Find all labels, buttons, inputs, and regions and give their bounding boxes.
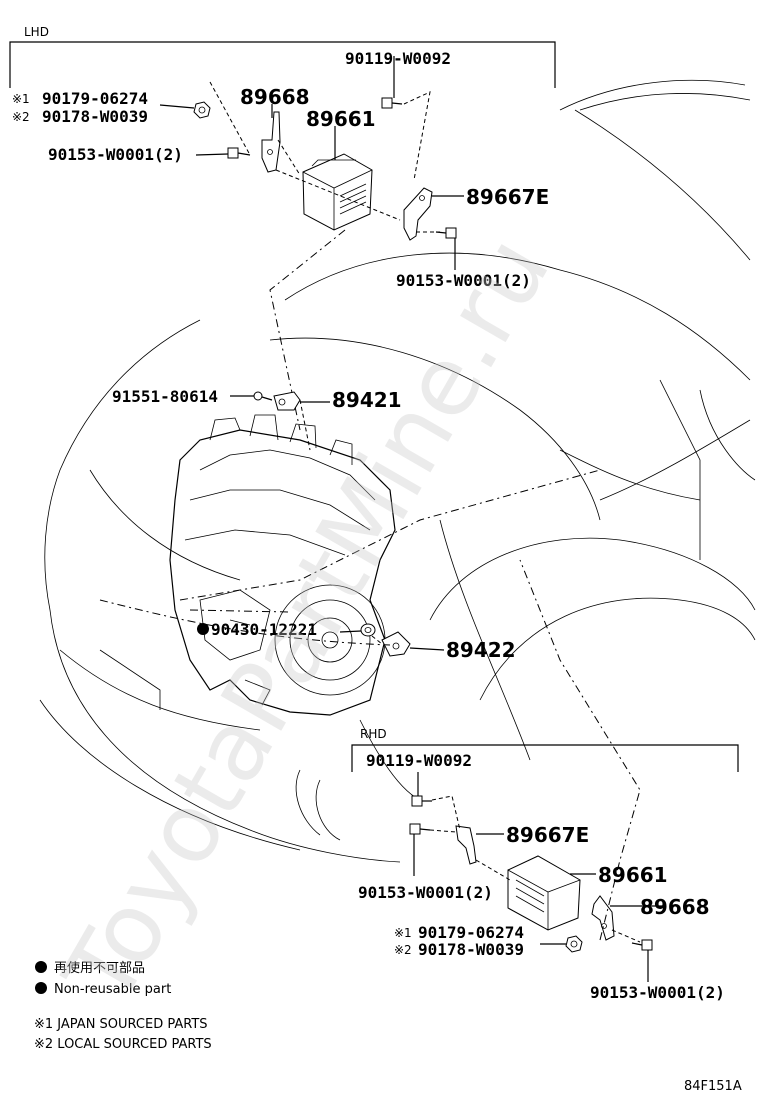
- engine-sensors: [99, 391, 601, 657]
- rhd-labels: 90119-W0092 89667E 90153-W0001(2) 89661 …: [358, 751, 725, 1002]
- lhd-title: LHD: [24, 25, 49, 39]
- non-reusable-mark: [197, 623, 209, 635]
- legend: 再使用不可部品 Non-reusable part ※1 JAPAN SOURC…: [34, 960, 212, 1052]
- rhd-nut-j-mark: ※1: [394, 926, 412, 940]
- rhd-nut-l-label: 90178-W0039: [418, 940, 524, 959]
- screw-label: 91551-80614: [112, 387, 218, 406]
- lhd-bolt-top-label: 90119-W0092: [345, 49, 451, 68]
- lhd-nut-icon: [193, 101, 211, 119]
- lhd-nut-l-label: 90178-W0039: [42, 107, 148, 126]
- lhd-bracket-89667e-icon: [403, 187, 433, 241]
- rhd-bolt-top-label: 90119-W0092: [366, 751, 472, 770]
- rhd-bolt-bottom-label: 90153-W0001(2): [590, 983, 725, 1002]
- rhd-bracket-89668-icon: [591, 895, 615, 941]
- sensor-bottom-label: 89422: [446, 638, 516, 662]
- rhd-bracket-e-label: 89667E: [506, 823, 589, 847]
- rhd-bolt-bottom-icon: [631, 939, 653, 951]
- rhd-ecu-icon: [507, 855, 581, 931]
- gasket-icon: [360, 623, 376, 637]
- lhd-bolt-right-icon: [435, 227, 457, 239]
- sensor-89421-icon: [273, 391, 301, 411]
- rhd-bolt-top-icon: [411, 795, 432, 807]
- rhd-parts: [409, 795, 653, 953]
- lhd-nut-j-label: 90179-06274: [42, 89, 148, 108]
- lhd-ecu-label: 89661: [306, 107, 376, 131]
- lhd-bolt-left-label: 90153-W0001(2): [48, 145, 183, 164]
- lhd-bracket-89668-icon: [261, 111, 281, 173]
- engine-assembly: [169, 414, 396, 716]
- lhd-nut-l-mark: ※2: [12, 110, 30, 124]
- lhd-bolt-left-icon: [227, 147, 251, 159]
- vehicle-outline: [39, 79, 756, 863]
- lhd-bolt-right-label: 90153-W0001(2): [396, 271, 531, 290]
- rhd-nut-l-mark: ※2: [394, 943, 412, 957]
- legend-dot-en: [35, 982, 47, 994]
- lhd-bracket-label: 89668: [240, 85, 310, 109]
- rhd-title: RHD: [360, 727, 387, 741]
- lhd-frame: LHD: [9, 25, 556, 88]
- lhd-bolt-top-icon: [381, 97, 403, 109]
- sensor-89422-icon: [381, 631, 411, 657]
- rhd-ecu-label: 89661: [598, 863, 668, 887]
- rhd-bracket-89667e-icon: [455, 825, 477, 865]
- rhd-nut-icon: [565, 935, 583, 953]
- legend-en: Non-reusable part: [54, 982, 171, 997]
- gasket-label: 90430-12221: [211, 620, 317, 639]
- lhd-parts: [193, 97, 457, 241]
- lhd-ecu-icon: [302, 153, 373, 231]
- rhd-nut-j-label: 90179-06274: [418, 923, 524, 942]
- rhd-bolt-left-label: 90153-W0001(2): [358, 883, 493, 902]
- rhd-leaders: [413, 559, 666, 982]
- legend-jp: 再使用不可部品: [54, 960, 145, 976]
- engine-labels: 91551-80614 89421 90430-12221 89422: [112, 387, 516, 662]
- lhd-nut-j-mark: ※1: [12, 92, 30, 106]
- diagram-id: 84F151A: [684, 1079, 742, 1094]
- lhd-bracket-e-label: 89667E: [466, 185, 549, 209]
- rhd-frame: RHD: [351, 727, 739, 772]
- note-local-sourced: ※2 LOCAL SOURCED PARTS: [34, 1037, 212, 1052]
- lhd-labels: 90119-W0092 ※1 90179-06274 ※2 90178-W003…: [12, 49, 549, 290]
- screw-icon: [253, 391, 273, 401]
- sensor-top-label: 89421: [332, 388, 402, 412]
- legend-dot-jp: [35, 961, 47, 973]
- note-japan-sourced: ※1 JAPAN SOURCED PARTS: [34, 1017, 208, 1032]
- rhd-bracket-label: 89668: [640, 895, 710, 919]
- rhd-bolt-left-icon: [409, 823, 431, 835]
- lhd-leaders: [159, 56, 464, 451]
